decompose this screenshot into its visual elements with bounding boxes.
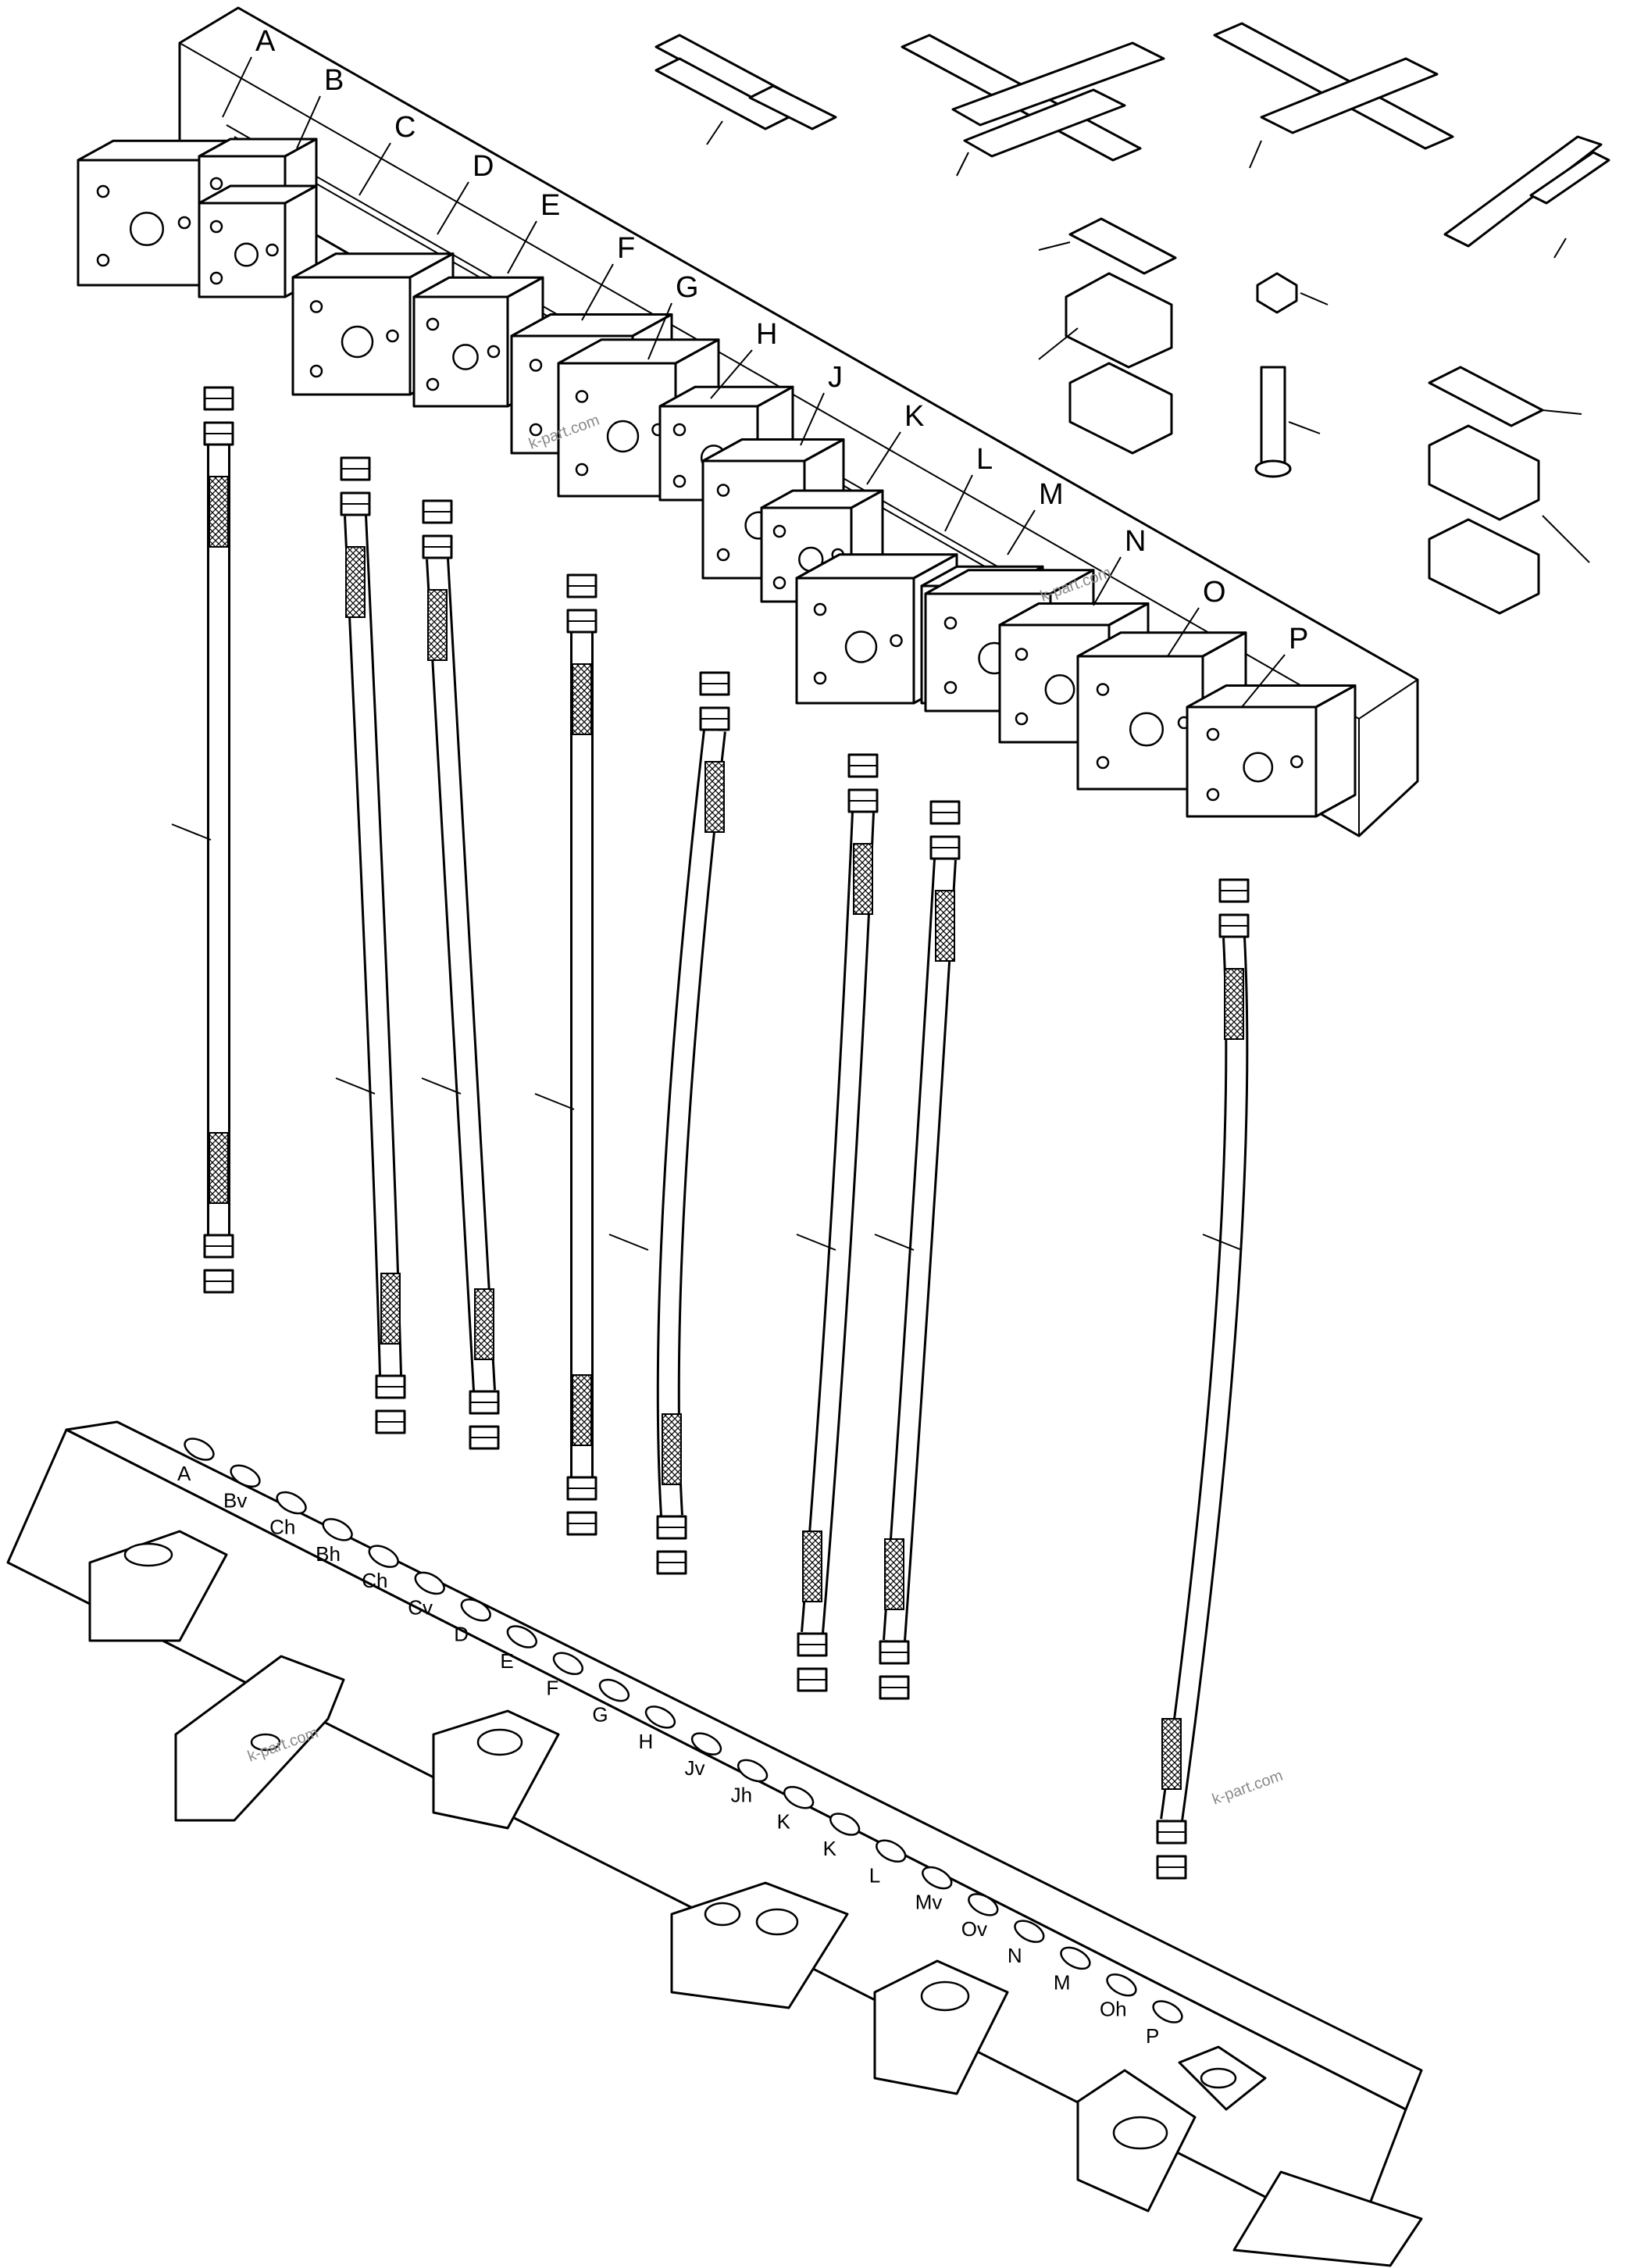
port: A	[177, 1438, 215, 1485]
port-label: Cv	[408, 1595, 433, 1619]
valve-label-p: P	[1241, 623, 1308, 708]
valve-label-g: G	[647, 271, 699, 360]
hydraulic-hoses	[171, 386, 1250, 1880]
port-label: H	[638, 1730, 653, 1753]
valve-letter: L	[976, 443, 993, 476]
port-label: D	[454, 1623, 469, 1646]
port: L	[869, 1839, 907, 1887]
valve-label-h: H	[710, 318, 777, 399]
port-label: K	[777, 1810, 791, 1834]
valve-label-b: B	[296, 64, 344, 149]
port-label: E	[500, 1649, 513, 1673]
port-label: G	[592, 1703, 608, 1727]
port-label: Ch	[269, 1516, 295, 1539]
port-label: Bv	[223, 1488, 247, 1512]
port: Jh	[731, 1759, 769, 1806]
port: Ch	[362, 1545, 399, 1592]
valve-letter: M	[1039, 478, 1064, 511]
port-label: Ov	[961, 1917, 987, 1941]
hose-assembly	[608, 671, 730, 1575]
port-label: Bh	[316, 1542, 341, 1566]
valve-label-o: O	[1167, 576, 1226, 657]
valve-blocks	[77, 138, 1357, 818]
port: N	[1008, 1920, 1045, 1967]
port: Mv	[915, 1866, 953, 1914]
port: Ov	[961, 1893, 999, 1941]
port: D	[454, 1598, 491, 1646]
port-label: A	[177, 1462, 191, 1485]
port-label: F	[546, 1676, 558, 1699]
port: K	[823, 1813, 861, 1860]
valve-letter: O	[1203, 576, 1226, 609]
valve-letter: C	[394, 111, 416, 144]
valve-label-k: K	[866, 400, 924, 485]
valve-label-a: A	[222, 25, 276, 118]
port: Oh	[1100, 1973, 1137, 2021]
hose-assembly	[421, 499, 500, 1450]
hose-assembly	[1156, 878, 1250, 1880]
valve-letter: A	[255, 25, 276, 58]
port-label: K	[823, 1837, 837, 1860]
port-label: Mv	[915, 1891, 943, 1914]
port-label: Jv	[685, 1756, 705, 1780]
valve-letter: B	[324, 64, 344, 97]
port: Ch	[269, 1491, 307, 1539]
port-label: Ch	[362, 1569, 387, 1592]
port-label: P	[1146, 2024, 1159, 2048]
port: G	[592, 1678, 630, 1727]
port-label: Jh	[731, 1783, 752, 1806]
port: H	[638, 1705, 676, 1753]
valve-letter: N	[1125, 525, 1146, 558]
clamp-plates-and-hardware	[654, 22, 1610, 615]
valve-label-c: C	[358, 111, 416, 196]
valve-letter: F	[617, 232, 635, 265]
valve-letter: G	[676, 271, 699, 304]
valve-label-j: J	[800, 361, 843, 446]
valve-letter: J	[828, 361, 843, 394]
port: Jv	[685, 1732, 722, 1780]
valve-label-n: N	[1093, 525, 1146, 606]
port: Bv	[223, 1464, 261, 1512]
port: Bh	[316, 1518, 353, 1566]
port: F	[546, 1652, 584, 1699]
hose-assembly	[171, 386, 234, 1294]
valve-label-l: L	[944, 443, 993, 532]
port-label: Oh	[1100, 1998, 1127, 2021]
hose-assembly	[534, 573, 597, 1536]
valve-letter: P	[1289, 623, 1308, 655]
valve-label-e: E	[507, 189, 560, 274]
hose-assembly	[874, 800, 961, 1700]
valve-letter: H	[756, 318, 777, 351]
valve-label-m: M	[1007, 478, 1064, 555]
port-label: N	[1008, 1944, 1022, 1967]
valve-label-d: D	[437, 150, 494, 235]
valve-label-f: F	[581, 232, 635, 321]
valve-letter: E	[540, 189, 560, 222]
port: Cv	[408, 1571, 445, 1619]
port: M	[1054, 1946, 1091, 1994]
hose-assembly	[335, 456, 406, 1434]
watermark: k-part.com	[1210, 1767, 1285, 1809]
valve-letter-labels: A B C D E F G H J K L M N O P	[222, 25, 1308, 708]
port: K	[777, 1785, 815, 1834]
port: E	[500, 1625, 537, 1673]
valve-block	[1186, 684, 1357, 818]
valve-letter: D	[473, 150, 494, 183]
hose-assembly	[796, 753, 879, 1692]
valve-letter: K	[904, 400, 924, 433]
port: P	[1146, 2000, 1183, 2048]
port-label: M	[1054, 1970, 1071, 1994]
port-label: L	[869, 1863, 880, 1887]
